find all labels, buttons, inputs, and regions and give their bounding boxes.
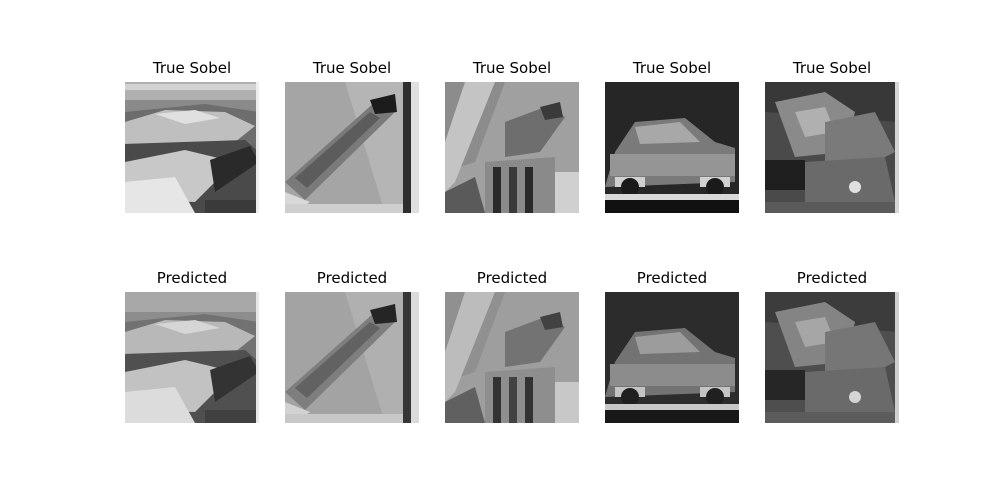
grayscale-image-car-side-dark xyxy=(605,292,739,423)
panel-title: True Sobel xyxy=(472,59,552,77)
grayscale-image-boat-diagonal xyxy=(285,82,419,213)
panel-title: True Sobel xyxy=(312,59,392,77)
panel-title: Predicted xyxy=(476,269,548,287)
grayscale-image-car-side-dark xyxy=(605,82,739,213)
panel-title: Predicted xyxy=(316,269,388,287)
panel-title: True Sobel xyxy=(152,59,232,77)
grayscale-image-bird-on-post xyxy=(445,292,579,423)
panel-title: Predicted xyxy=(156,269,228,287)
panel-title: True Sobel xyxy=(632,59,712,77)
grayscale-image-cat-dark xyxy=(765,292,899,423)
grayscale-image-cat-dark xyxy=(765,82,899,213)
grayscale-image-boat-diagonal xyxy=(285,292,419,423)
panel-title: Predicted xyxy=(796,269,868,287)
panel-title: Predicted xyxy=(636,269,708,287)
grayscale-image-car-front xyxy=(125,292,259,423)
grayscale-image-bird-on-post xyxy=(445,82,579,213)
panel-title: True Sobel xyxy=(792,59,872,77)
grayscale-image-car-front xyxy=(125,82,259,213)
